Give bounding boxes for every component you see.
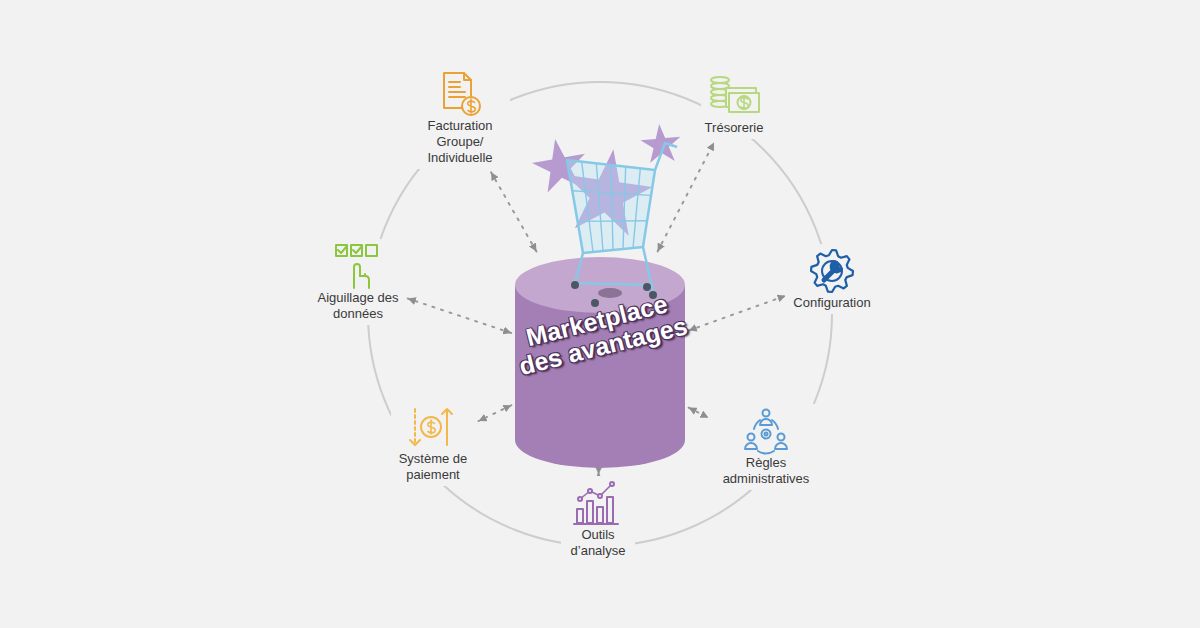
feature-icon (407, 403, 459, 451)
feature-icon (708, 72, 760, 120)
dotted-connector (491, 172, 536, 251)
feature-node: Aiguillage des données (312, 239, 404, 325)
feature-node: Facturation Groupe/ Individuelle (410, 67, 510, 169)
feature-node: Système de paiement (391, 400, 475, 486)
dollar-sign (428, 420, 436, 434)
feature-icon (332, 242, 384, 290)
feature-label: Règles administratives (716, 455, 816, 487)
dollar-sign (468, 99, 476, 113)
dotted-connector (689, 408, 709, 418)
dotted-connector (408, 299, 511, 333)
feature-icon (572, 479, 624, 527)
feature-node: Règles administratives (712, 404, 820, 490)
feature-node: Outils d’analyse (561, 476, 635, 562)
feature-label: Aiguillage des données (316, 290, 400, 322)
feature-label: Configuration (793, 295, 870, 311)
feature-node: Configuration (789, 244, 874, 314)
dollar-sign (741, 96, 749, 110)
dotted-connector (658, 142, 714, 251)
dotted-connector (479, 405, 512, 421)
feature-icon (806, 247, 858, 295)
dotted-connector (598, 472, 600, 474)
marketplace-cylinder: Marketplace des avantages (515, 255, 685, 470)
feature-icon (740, 407, 792, 455)
feature-label: Système de paiement (395, 451, 471, 483)
feature-label: Outils d’analyse (565, 527, 631, 559)
feature-label: Facturation Groupe/ Individuelle (414, 118, 506, 166)
feature-label: Trésorerie (705, 120, 764, 136)
feature-icon (434, 70, 486, 118)
cart-illustration (529, 122, 683, 307)
feature-node: Trésorerie (701, 69, 768, 139)
dotted-connector (689, 296, 786, 331)
